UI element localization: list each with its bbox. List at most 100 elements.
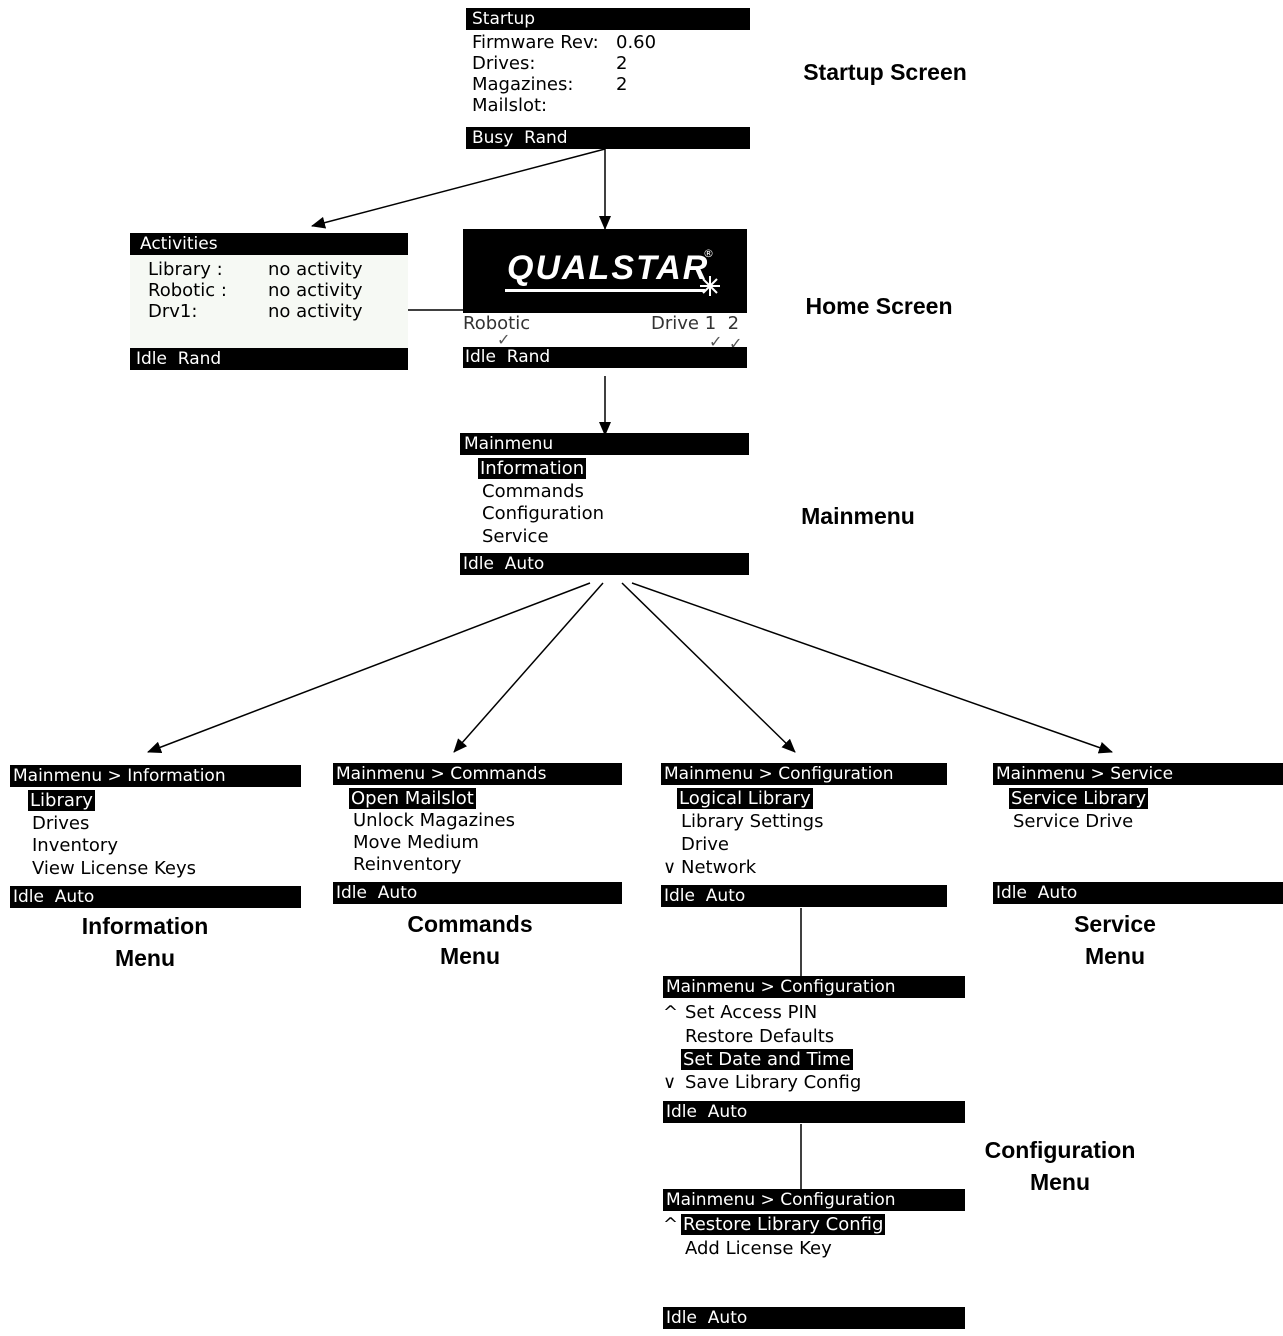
mainmenu-title-bar: Mainmenu xyxy=(460,433,749,455)
commands-item-unlock-magazines[interactable]: Unlock Magazines xyxy=(353,810,515,831)
activities-screen: Activities Library : no activity Robotic… xyxy=(130,233,408,370)
qualstar-logo-underline xyxy=(505,289,705,292)
configuration-item-add-license-key[interactable]: Add License Key xyxy=(685,1238,832,1259)
configuration-item-logical-library[interactable]: Logical Library xyxy=(677,788,813,810)
drive1-check-icon: ✓ xyxy=(709,332,723,351)
menu-item-commands[interactable]: Commands xyxy=(482,481,584,502)
menu-item-information[interactable]: Information xyxy=(478,458,587,480)
startup-row-label: Mailslot: xyxy=(472,95,548,116)
service-item-service-drive[interactable]: Service Drive xyxy=(1013,811,1134,832)
service-menu-caption-line1: Service xyxy=(1074,911,1156,937)
activities-row-label: Library : xyxy=(148,259,223,280)
commands-item-open-mailslot[interactable]: Open Mailslot xyxy=(349,788,476,810)
startup-row-value: 2 xyxy=(616,53,628,74)
scroll-up-icon[interactable]: ^ xyxy=(663,1002,679,1023)
startup-title-bar: Startup xyxy=(466,8,750,30)
service-menu-caption-line2: Menu xyxy=(1084,943,1146,969)
startup-row-label: Drives: xyxy=(472,53,536,74)
configuration1-title-bar: Mainmenu > Configuration xyxy=(661,763,947,785)
configuration-menu-caption-line2: Menu xyxy=(1029,1169,1091,1195)
menu-item-configuration[interactable]: Configuration xyxy=(482,503,605,524)
configuration-item-restore-defaults[interactable]: Restore Defaults xyxy=(685,1026,835,1047)
activities-row-value: no activity xyxy=(268,259,363,280)
scroll-down-icon[interactable]: ∨ xyxy=(663,1072,677,1093)
configuration-item-set-date-and-time-label: Set Date and Time xyxy=(681,1049,853,1070)
configuration-menu-screen-2: Mainmenu > Configuration ^ Set Access PI… xyxy=(663,976,965,1124)
configuration-item-drive[interactable]: Drive xyxy=(681,834,729,855)
arrow-mainmenu-to-configuration xyxy=(621,582,796,753)
activities-row-label: Robotic : xyxy=(148,280,227,301)
configuration-item-restore-library-config-label: Restore Library Config xyxy=(681,1214,886,1235)
information-menu-caption-line2: Menu xyxy=(114,945,176,971)
configuration3-title-bar: Mainmenu > Configuration xyxy=(663,1189,965,1211)
star-burst-icon xyxy=(700,276,720,296)
configuration3-status-bar: Idle Auto xyxy=(663,1307,965,1329)
startup-screen: Startup Firmware Rev: 0.60 Drives: 2 Mag… xyxy=(466,8,750,149)
configuration2-status-bar: Idle Auto xyxy=(663,1101,965,1123)
configuration-item-library-settings[interactable]: Library Settings xyxy=(681,811,824,832)
mainmenu-status-bar: Idle Auto xyxy=(460,553,749,575)
activities-row-value: no activity xyxy=(268,301,363,322)
service-item-service-library[interactable]: Service Library xyxy=(1009,788,1149,810)
activities-status-bar: Idle Rand xyxy=(130,348,408,370)
configuration-item-restore-library-config[interactable]: Restore Library Config xyxy=(681,1214,886,1236)
robotic-check-icon: ✓ xyxy=(497,330,511,349)
commands-item-open-mailslot-label: Open Mailslot xyxy=(349,788,476,809)
startup-row-label: Firmware Rev: xyxy=(472,32,599,53)
configuration-item-network[interactable]: Network xyxy=(681,857,757,878)
commands-menu-caption-line1: Commands xyxy=(407,911,533,937)
registered-mark: ® xyxy=(703,247,714,260)
service-menu-caption: Service Menu xyxy=(1030,908,1200,972)
arrow-startup-to-activities xyxy=(311,148,606,229)
menu-item-service[interactable]: Service xyxy=(482,526,549,547)
service-item-service-library-label: Service Library xyxy=(1009,788,1149,809)
activities-title-bar: Activities xyxy=(130,233,408,255)
commands-status-bar: Idle Auto xyxy=(333,882,622,904)
information-item-library[interactable]: Library xyxy=(28,790,95,812)
home-robotic-label: Robotic xyxy=(463,313,531,334)
information-status-bar: Idle Auto xyxy=(10,886,301,908)
configuration-item-logical-library-label: Logical Library xyxy=(677,788,813,809)
arrow-mainmenu-to-service xyxy=(631,582,1113,754)
mainmenu-screen: Mainmenu Information Commands Configurat… xyxy=(460,433,749,575)
configuration-item-set-access-pin[interactable]: Set Access PIN xyxy=(685,1002,818,1023)
information-item-view-license-keys[interactable]: View License Keys xyxy=(32,858,197,879)
activities-row-value: no activity xyxy=(268,280,363,301)
startup-screen-caption: Startup Screen xyxy=(803,59,967,85)
home-screen: QUALSTAR ® Robotic Drive 1 2 ✓ ✓ ✓ Idle … xyxy=(463,229,747,369)
scroll-down-icon[interactable]: ∨ xyxy=(663,857,677,878)
home-status-bar: Idle Rand xyxy=(463,347,747,368)
configuration-menu-screen-1: Mainmenu > Configuration Logical Library… xyxy=(661,763,947,908)
commands-item-move-medium[interactable]: Move Medium xyxy=(353,832,479,853)
configuration2-title-bar: Mainmenu > Configuration xyxy=(663,976,965,998)
configuration-item-set-date-and-time[interactable]: Set Date and Time xyxy=(681,1049,853,1071)
startup-row-value: 0.60 xyxy=(616,32,657,53)
information-item-drives[interactable]: Drives xyxy=(32,813,90,834)
arrow-mainmenu-to-information xyxy=(147,582,591,753)
configuration-menu-screen-3: Mainmenu > Configuration ^ Restore Libra… xyxy=(663,1189,965,1329)
configuration-menu-caption-line1: Configuration xyxy=(984,1137,1136,1163)
startup-status-bar: Busy Rand xyxy=(466,127,750,149)
commands-menu-screen: Mainmenu > Commands Open Mailslot Unlock… xyxy=(333,763,622,905)
qualstar-logo: QUALSTAR ® xyxy=(463,229,747,313)
startup-row-value: 2 xyxy=(616,74,628,95)
service-status-bar: Idle Auto xyxy=(993,882,1283,904)
qualstar-logo-text: QUALSTAR xyxy=(507,249,710,287)
activities-row-label: Drv1: xyxy=(148,301,198,322)
arrow-mainmenu-to-commands xyxy=(453,582,604,753)
configuration1-status-bar: Idle Auto xyxy=(661,885,947,907)
information-item-inventory[interactable]: Inventory xyxy=(32,835,118,856)
commands-item-reinventory[interactable]: Reinventory xyxy=(353,854,462,875)
scroll-up-icon[interactable]: ^ xyxy=(663,1214,679,1235)
information-menu-caption: Information Menu xyxy=(40,910,250,974)
commands-menu-caption-line2: Menu xyxy=(439,943,501,969)
service-menu-screen: Mainmenu > Service Service Library Servi… xyxy=(993,763,1283,906)
home-screen-caption: Home Screen xyxy=(805,293,953,319)
home-drive-label: Drive 1 2 xyxy=(651,313,740,334)
service-title-bar: Mainmenu > Service xyxy=(993,763,1283,785)
information-title-bar: Mainmenu > Information xyxy=(10,765,301,787)
information-menu-caption-line1: Information xyxy=(81,913,209,939)
menu-item-information-label: Information xyxy=(478,458,587,479)
configuration-item-save-library-config[interactable]: Save Library Config xyxy=(685,1072,862,1093)
